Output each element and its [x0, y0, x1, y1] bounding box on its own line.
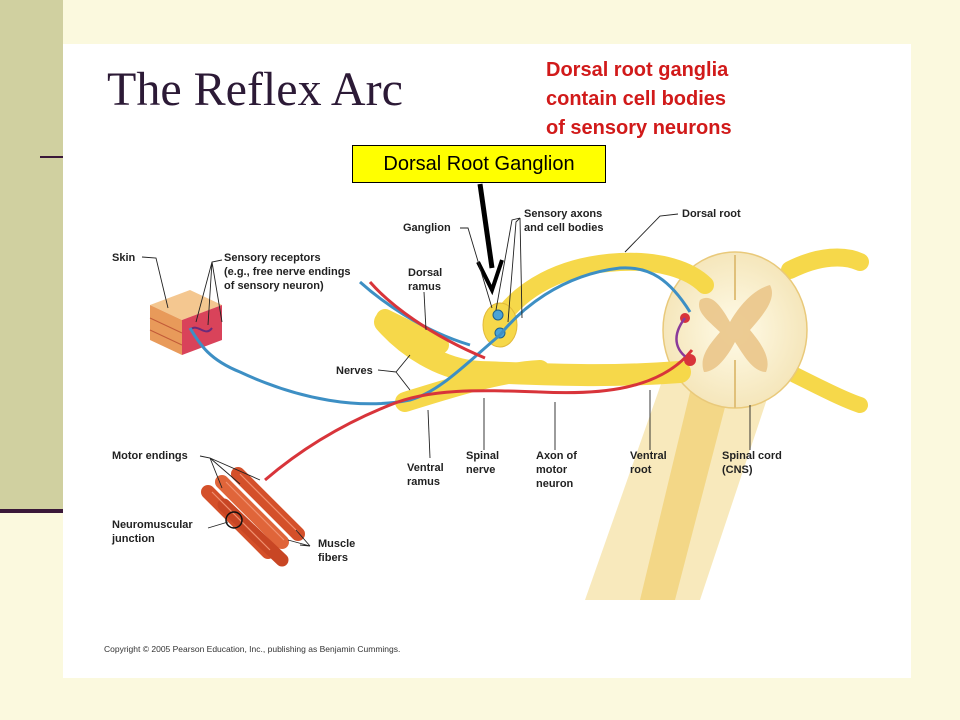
- callout-arrow-head: [476, 259, 504, 296]
- label-ganglion: Ganglion: [403, 222, 451, 234]
- label-sensory-axons-1: Sensory axons: [524, 208, 602, 220]
- ventral-nerve: [395, 360, 550, 412]
- dorsal-ramus-nerve: [376, 309, 449, 354]
- gray-matter: [699, 285, 772, 372]
- label-axon-motor-3: neuron: [536, 478, 574, 490]
- label-sensory-axons-2: and cell bodies: [524, 222, 603, 234]
- label-motor-endings: Motor endings: [112, 450, 188, 462]
- right-dorsal-root: [781, 248, 869, 279]
- motor-neuron-axon-dorsal: [368, 281, 486, 360]
- label-spinal-cord-2: (CNS): [722, 464, 753, 476]
- label-muscle-fibers-1: Muscle: [318, 538, 355, 550]
- label-spinal-nerve-1: Spinal: [466, 450, 499, 462]
- leader-lines: [141, 213, 751, 547]
- slide-left-band: [0, 0, 63, 512]
- neuromuscular-junction-marker: [225, 511, 243, 529]
- slide-accent-tick: [40, 156, 63, 158]
- note-line-2: contain cell bodies: [546, 88, 727, 110]
- note-line-1: Dorsal root ganglia: [546, 59, 729, 81]
- label-nmj-1: Neuromuscular: [112, 519, 193, 531]
- label-dorsal-ramus-1: Dorsal: [408, 267, 442, 279]
- label-muscle-fibers-2: fibers: [318, 552, 348, 564]
- label-spinal-cord-1: Spinal cord: [722, 450, 782, 462]
- slide-title: The Reflex Arc: [107, 63, 403, 116]
- ganglion-cell-body-1: [492, 309, 504, 321]
- callout-arrow-shaft: [477, 183, 495, 269]
- sensory-neuron-axon: [188, 266, 692, 406]
- label-nerves: Nerves: [336, 365, 373, 377]
- motor-neuron-cell: [684, 354, 696, 366]
- slide-accent-rule: [0, 509, 63, 513]
- label-ventral-root-1: Ventral: [630, 450, 667, 462]
- label-sensory-receptors-2: (e.g., free nerve endings: [224, 266, 351, 278]
- label-dorsal-root: Dorsal root: [682, 208, 741, 220]
- label-axon-motor-1: Axon of: [536, 450, 577, 462]
- note-line-3: of sensory neurons: [546, 117, 732, 139]
- copyright-text: Copyright © 2005 Pearson Education, Inc.…: [104, 644, 400, 654]
- label-ventral-ramus-2: ramus: [407, 476, 440, 488]
- label-sensory-receptors-1: Sensory receptors: [224, 252, 321, 264]
- annotation-note: Dorsal root ganglia contain cell bodies …: [546, 56, 732, 143]
- label-nmj-2: junction: [111, 533, 155, 545]
- skin-block: [149, 290, 222, 355]
- label-axon-motor-2: motor: [536, 464, 568, 476]
- label-dorsal-ramus-2: ramus: [408, 281, 441, 293]
- dorsal-root-ganglion: [482, 302, 518, 348]
- sensory-neuron-axon-dorsal: [358, 280, 471, 347]
- label-sensory-receptors-3: of sensory neuron): [224, 280, 324, 292]
- dorsal-root-ganglion-callout: Dorsal Root Ganglion: [352, 145, 606, 183]
- label-ventral-root-2: root: [630, 464, 652, 476]
- label-spinal-nerve-2: nerve: [466, 464, 495, 476]
- right-ventral-root: [787, 367, 868, 413]
- motor-neuron-axon: [264, 349, 694, 482]
- label-ventral-ramus-1: Ventral: [407, 462, 444, 474]
- label-skin: Skin: [112, 252, 136, 264]
- muscle-fibers: [201, 467, 305, 567]
